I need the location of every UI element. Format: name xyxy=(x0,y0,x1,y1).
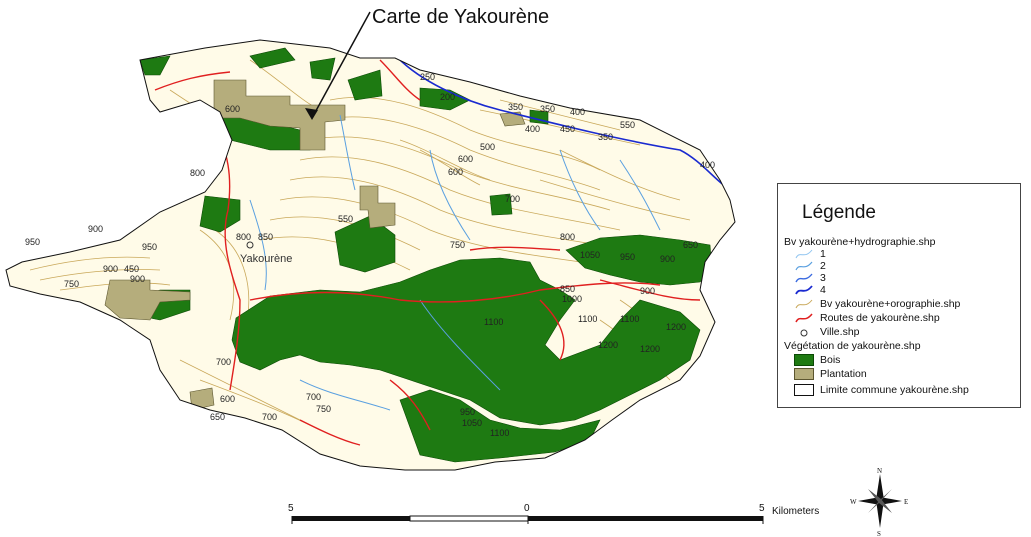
main-river xyxy=(397,57,731,191)
scale-seg-1 xyxy=(292,516,410,521)
contour-label: 800 xyxy=(560,232,575,242)
contour-label: 1050 xyxy=(462,418,482,428)
contour-label: 1200 xyxy=(598,340,618,350)
contour-label: 550 xyxy=(338,214,353,224)
contour-label: 350 xyxy=(540,104,555,114)
contour-label: 600 xyxy=(458,154,473,164)
contour-label: 900 xyxy=(640,286,655,296)
contour-label: 1100 xyxy=(490,428,509,438)
roads xyxy=(154,59,701,446)
contour-label: 900 xyxy=(103,264,118,274)
contour-label: 700 xyxy=(262,412,277,422)
contour-label: 1000 xyxy=(562,294,582,304)
plantation-areas xyxy=(104,79,526,411)
stream-order-4-icon xyxy=(795,285,813,295)
rivers xyxy=(249,114,661,411)
stream-order-1-icon xyxy=(795,249,813,259)
contour-label: 250 xyxy=(420,72,435,82)
contour-label: 400 xyxy=(700,160,715,170)
contour-label: 600 xyxy=(220,394,235,404)
contour-label: 900 xyxy=(660,254,675,264)
contour-label: 500 xyxy=(480,142,495,152)
contour-label: 350 xyxy=(508,102,523,112)
plantation-swatch xyxy=(794,368,814,380)
town-point-icon xyxy=(800,329,808,337)
contour-label: 750 xyxy=(316,404,331,414)
title-arrow xyxy=(311,11,371,119)
town-label: Yakourène xyxy=(240,253,292,265)
scale-unit-label: Kilometers xyxy=(772,506,820,517)
contour-label: 950 xyxy=(620,252,635,262)
contour-label: 950 xyxy=(25,237,40,247)
contour-label: 900 xyxy=(130,274,145,284)
forest-swatch xyxy=(794,354,814,366)
stream-order-2-icon xyxy=(795,261,813,271)
contour-label: 1200 xyxy=(640,344,660,354)
contour-label: 1200 xyxy=(666,322,686,332)
scale-bar xyxy=(291,515,764,524)
contour-label: 650 xyxy=(683,240,698,250)
map-title: Carte de Yakourène xyxy=(372,6,550,28)
contour-label: 850 xyxy=(258,232,273,242)
scale-left-label: 5 xyxy=(288,503,294,514)
compass-e: E xyxy=(904,498,908,506)
contour-label: 1100 xyxy=(484,317,503,327)
stream-order-3-icon xyxy=(795,273,813,283)
contour-label: 200 xyxy=(440,92,455,102)
contour-label: 400 xyxy=(525,124,540,134)
contour-label: 1100 xyxy=(578,314,597,324)
contour-label: 950 xyxy=(460,407,475,417)
contour-label: 800 xyxy=(190,168,205,178)
contour-label: 900 xyxy=(88,224,103,234)
contour-label: 950 xyxy=(142,242,157,252)
contour-label: 800 xyxy=(236,232,251,242)
contour-label: 600 xyxy=(448,167,463,177)
forest-areas xyxy=(129,47,713,463)
scale-seg-2 xyxy=(409,515,529,522)
contour-label: 450 xyxy=(124,264,139,274)
contour-label: 600 xyxy=(225,104,240,114)
scale-right-label: 5 xyxy=(759,503,765,514)
north-arrow-icon: N S E W xyxy=(850,467,908,536)
contour-label: 750 xyxy=(450,240,465,250)
boundary-swatch xyxy=(794,384,814,396)
contour-label: 450 xyxy=(560,124,575,134)
scale-seg-3 xyxy=(528,516,763,521)
contour-label: 700 xyxy=(216,357,231,367)
contour-label: 1050 xyxy=(580,250,600,260)
contour-label: 400 xyxy=(570,107,585,117)
legend-veg-header: Végétation de yakourène.shp xyxy=(784,340,921,352)
compass-n: N xyxy=(877,467,882,475)
legend-hydro-header: Bv yakourène+hydrographie.shp xyxy=(784,236,936,248)
title-arrow-head xyxy=(305,108,318,120)
contour-line-icon xyxy=(795,299,813,309)
contour-label: 650 xyxy=(210,412,225,422)
contour-label: 700 xyxy=(306,392,321,402)
contour-label: 750 xyxy=(64,279,79,289)
legend-box: Légende Bv yakourène+hydrographie.shp 1 … xyxy=(777,183,1021,408)
compass-w: W xyxy=(850,498,857,506)
contour-label: 1100 xyxy=(620,314,639,324)
legend-title: Légende xyxy=(802,202,876,223)
compass-s: S xyxy=(877,530,881,536)
contour-label: 350 xyxy=(598,132,613,142)
commune-boundary xyxy=(5,39,736,471)
town-marker xyxy=(246,241,254,249)
contour-label: 550 xyxy=(620,120,635,130)
contour-label: 700 xyxy=(505,194,520,204)
road-line-icon xyxy=(795,313,813,323)
contour-label: 850 xyxy=(560,284,575,294)
scale-mid-label: 0 xyxy=(524,503,530,514)
